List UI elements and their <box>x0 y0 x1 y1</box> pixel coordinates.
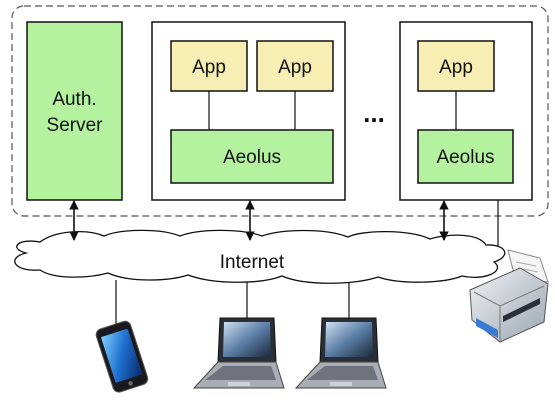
aeolus-label: Aeolus <box>223 147 281 168</box>
app-label: App <box>439 57 473 78</box>
aeolus-box <box>417 129 514 184</box>
app-label: App <box>192 57 226 78</box>
datacenter-boundary <box>11 5 549 217</box>
aeolus-label: Aeolus <box>436 147 494 168</box>
laptop-icon <box>192 317 285 389</box>
app-box <box>170 40 248 92</box>
app-box <box>417 40 495 92</box>
internet-cloud <box>14 229 506 284</box>
aeolus-box <box>170 129 334 184</box>
smartphone-icon <box>95 320 149 393</box>
laptop-icon <box>294 317 387 389</box>
auth-server-label-line1: Auth. <box>52 89 96 110</box>
auth-server-box <box>26 21 123 201</box>
internet-label: Internet <box>220 252 285 273</box>
auth-server-label-line2: Server <box>47 115 104 136</box>
more-nodes-ellipsis: ... <box>363 98 385 128</box>
printer-icon <box>469 249 549 343</box>
app-label: App <box>278 57 312 78</box>
app-box <box>256 40 334 92</box>
